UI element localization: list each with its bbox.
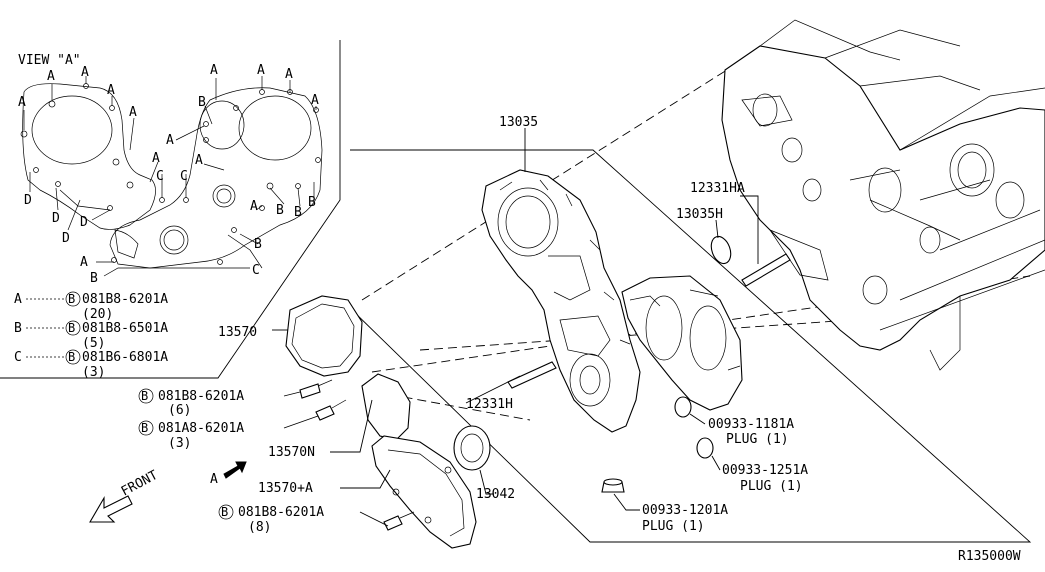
svg-text:081B8-6201A: 081B8-6201A: [82, 292, 168, 307]
svg-text:(3): (3): [82, 365, 105, 380]
view-a-inset: VIEW "A": [0, 40, 341, 379]
svg-text:A: A: [107, 83, 115, 98]
svg-text:A: A: [195, 153, 203, 168]
o-ring-13035H: [710, 235, 732, 265]
svg-text:A: A: [81, 65, 89, 80]
svg-text:(20): (20): [82, 307, 113, 322]
view-a-title: VIEW "A": [18, 53, 81, 68]
svg-text:B: B: [221, 505, 228, 519]
svg-text:B: B: [90, 271, 98, 286]
svg-text:A: A: [210, 63, 218, 78]
engine-block: [721, 19, 1045, 371]
plug3-name: PLUG (1): [642, 519, 705, 534]
label-13570: 13570: [218, 325, 257, 340]
svg-text:081B8-6201A: 081B8-6201A: [238, 505, 324, 520]
plug-00933-1181A: [674, 396, 692, 418]
plug1-name: PLUG (1): [726, 432, 789, 447]
label-13035H: 13035H: [676, 207, 723, 222]
legend-row-b: B B 081B8-6501A (5): [14, 320, 168, 351]
svg-text:B: B: [14, 321, 22, 336]
svg-text:D: D: [52, 211, 60, 226]
svg-text:D: D: [62, 231, 70, 246]
svg-text:(8): (8): [248, 520, 271, 535]
svg-text:B: B: [141, 421, 148, 435]
svg-text:A: A: [129, 105, 137, 120]
bolt-081B8-6201A-lower: [383, 511, 415, 531]
svg-text:C: C: [14, 350, 22, 365]
svg-text:081B8-6501A: 081B8-6501A: [82, 321, 168, 336]
svg-text:C: C: [180, 169, 188, 184]
front-label: FRONT: [119, 468, 161, 500]
svg-text:C: C: [252, 263, 260, 278]
svg-text:(5): (5): [82, 336, 105, 351]
svg-text:A: A: [18, 95, 26, 110]
svg-text:B: B: [68, 350, 75, 364]
diagram-code: R135000W: [958, 549, 1021, 564]
bolt-callout-lower: B 081B8-6201A (8): [218, 504, 324, 535]
label-12331H: 12331H: [466, 397, 513, 412]
svg-text:A: A: [257, 63, 265, 78]
svg-text:081B6-6801A: 081B6-6801A: [82, 350, 168, 365]
label-13570A: 13570+A: [258, 481, 313, 496]
oil-seal-13042: [453, 425, 491, 471]
plug2-part: 00933-1251A: [722, 463, 808, 478]
svg-text:A: A: [311, 93, 319, 108]
svg-text:A: A: [47, 69, 55, 84]
svg-text:081B8-6201A: 081B8-6201A: [158, 389, 244, 404]
svg-text:B: B: [198, 95, 206, 110]
cover-13570: [285, 295, 363, 377]
rear-timing-cover: [621, 275, 743, 411]
view-a-arrow: A: [210, 461, 247, 487]
svg-text:B: B: [308, 195, 316, 210]
timing-cover-13035: [481, 169, 641, 433]
svg-text:A: A: [250, 199, 258, 214]
label-12331HA: 12331HA: [690, 181, 745, 196]
cover-13570A: [371, 435, 477, 549]
svg-text:B: B: [276, 203, 284, 218]
svg-text:A: A: [210, 472, 218, 487]
svg-text:C: C: [156, 169, 164, 184]
svg-text:081A8-6201A: 081A8-6201A: [158, 421, 244, 436]
bolt-081B8-6201A-upper: [299, 379, 333, 399]
plug1-part: 00933-1181A: [708, 417, 794, 432]
svg-text:(3): (3): [168, 436, 191, 451]
legend-row-a: A B 081B8-6201A (20): [14, 291, 168, 322]
svg-text:(6): (6): [168, 403, 191, 418]
dowel-pin-12331H: [507, 361, 557, 389]
svg-text:D: D: [80, 215, 88, 230]
front-arrow: FRONT: [89, 468, 161, 523]
svg-text:B: B: [141, 389, 148, 403]
svg-text:A: A: [152, 151, 160, 166]
svg-text:B: B: [68, 292, 75, 306]
svg-text:A: A: [14, 292, 22, 307]
legend-row-c: C B 081B6-6801A (3): [14, 349, 168, 380]
label-13042: 13042: [476, 487, 515, 502]
plug-callouts: 00933-1181A PLUG (1) 00933-1251A PLUG (1…: [642, 417, 808, 534]
svg-text:B: B: [68, 321, 75, 335]
callout-leaders: [272, 128, 759, 527]
view-a-markers: A A A A A A A A A A A A A A B B B B B B …: [18, 63, 319, 286]
dowel-pin-12331HA: [741, 253, 791, 287]
svg-text:A: A: [80, 255, 88, 270]
bolt-callout-middle: B 081A8-6201A (3): [138, 420, 244, 451]
svg-text:B: B: [294, 205, 302, 220]
plug3-part: 00933-1201A: [642, 503, 728, 518]
plug-00933-1251A: [696, 437, 714, 459]
bolt-callout-upper: B 081B8-6201A (6): [138, 388, 244, 418]
svg-text:D: D: [24, 193, 32, 208]
gasket-13570N: [361, 373, 411, 441]
callout-labels: 13035 12331HA 13035H 13570 12331H 13570N…: [218, 115, 745, 502]
plug2-name: PLUG (1): [740, 479, 803, 494]
plug-00933-1201A: [601, 478, 625, 493]
bolt-081A8-6201A: [315, 399, 347, 421]
svg-text:A: A: [285, 67, 293, 82]
svg-text:B: B: [254, 237, 262, 252]
label-13570N: 13570N: [268, 445, 315, 460]
svg-text:A: A: [166, 133, 174, 148]
label-13035: 13035: [499, 115, 538, 130]
view-a-legend: A B 081B8-6201A (20) B B 081B8-6501A (5)…: [14, 291, 168, 380]
